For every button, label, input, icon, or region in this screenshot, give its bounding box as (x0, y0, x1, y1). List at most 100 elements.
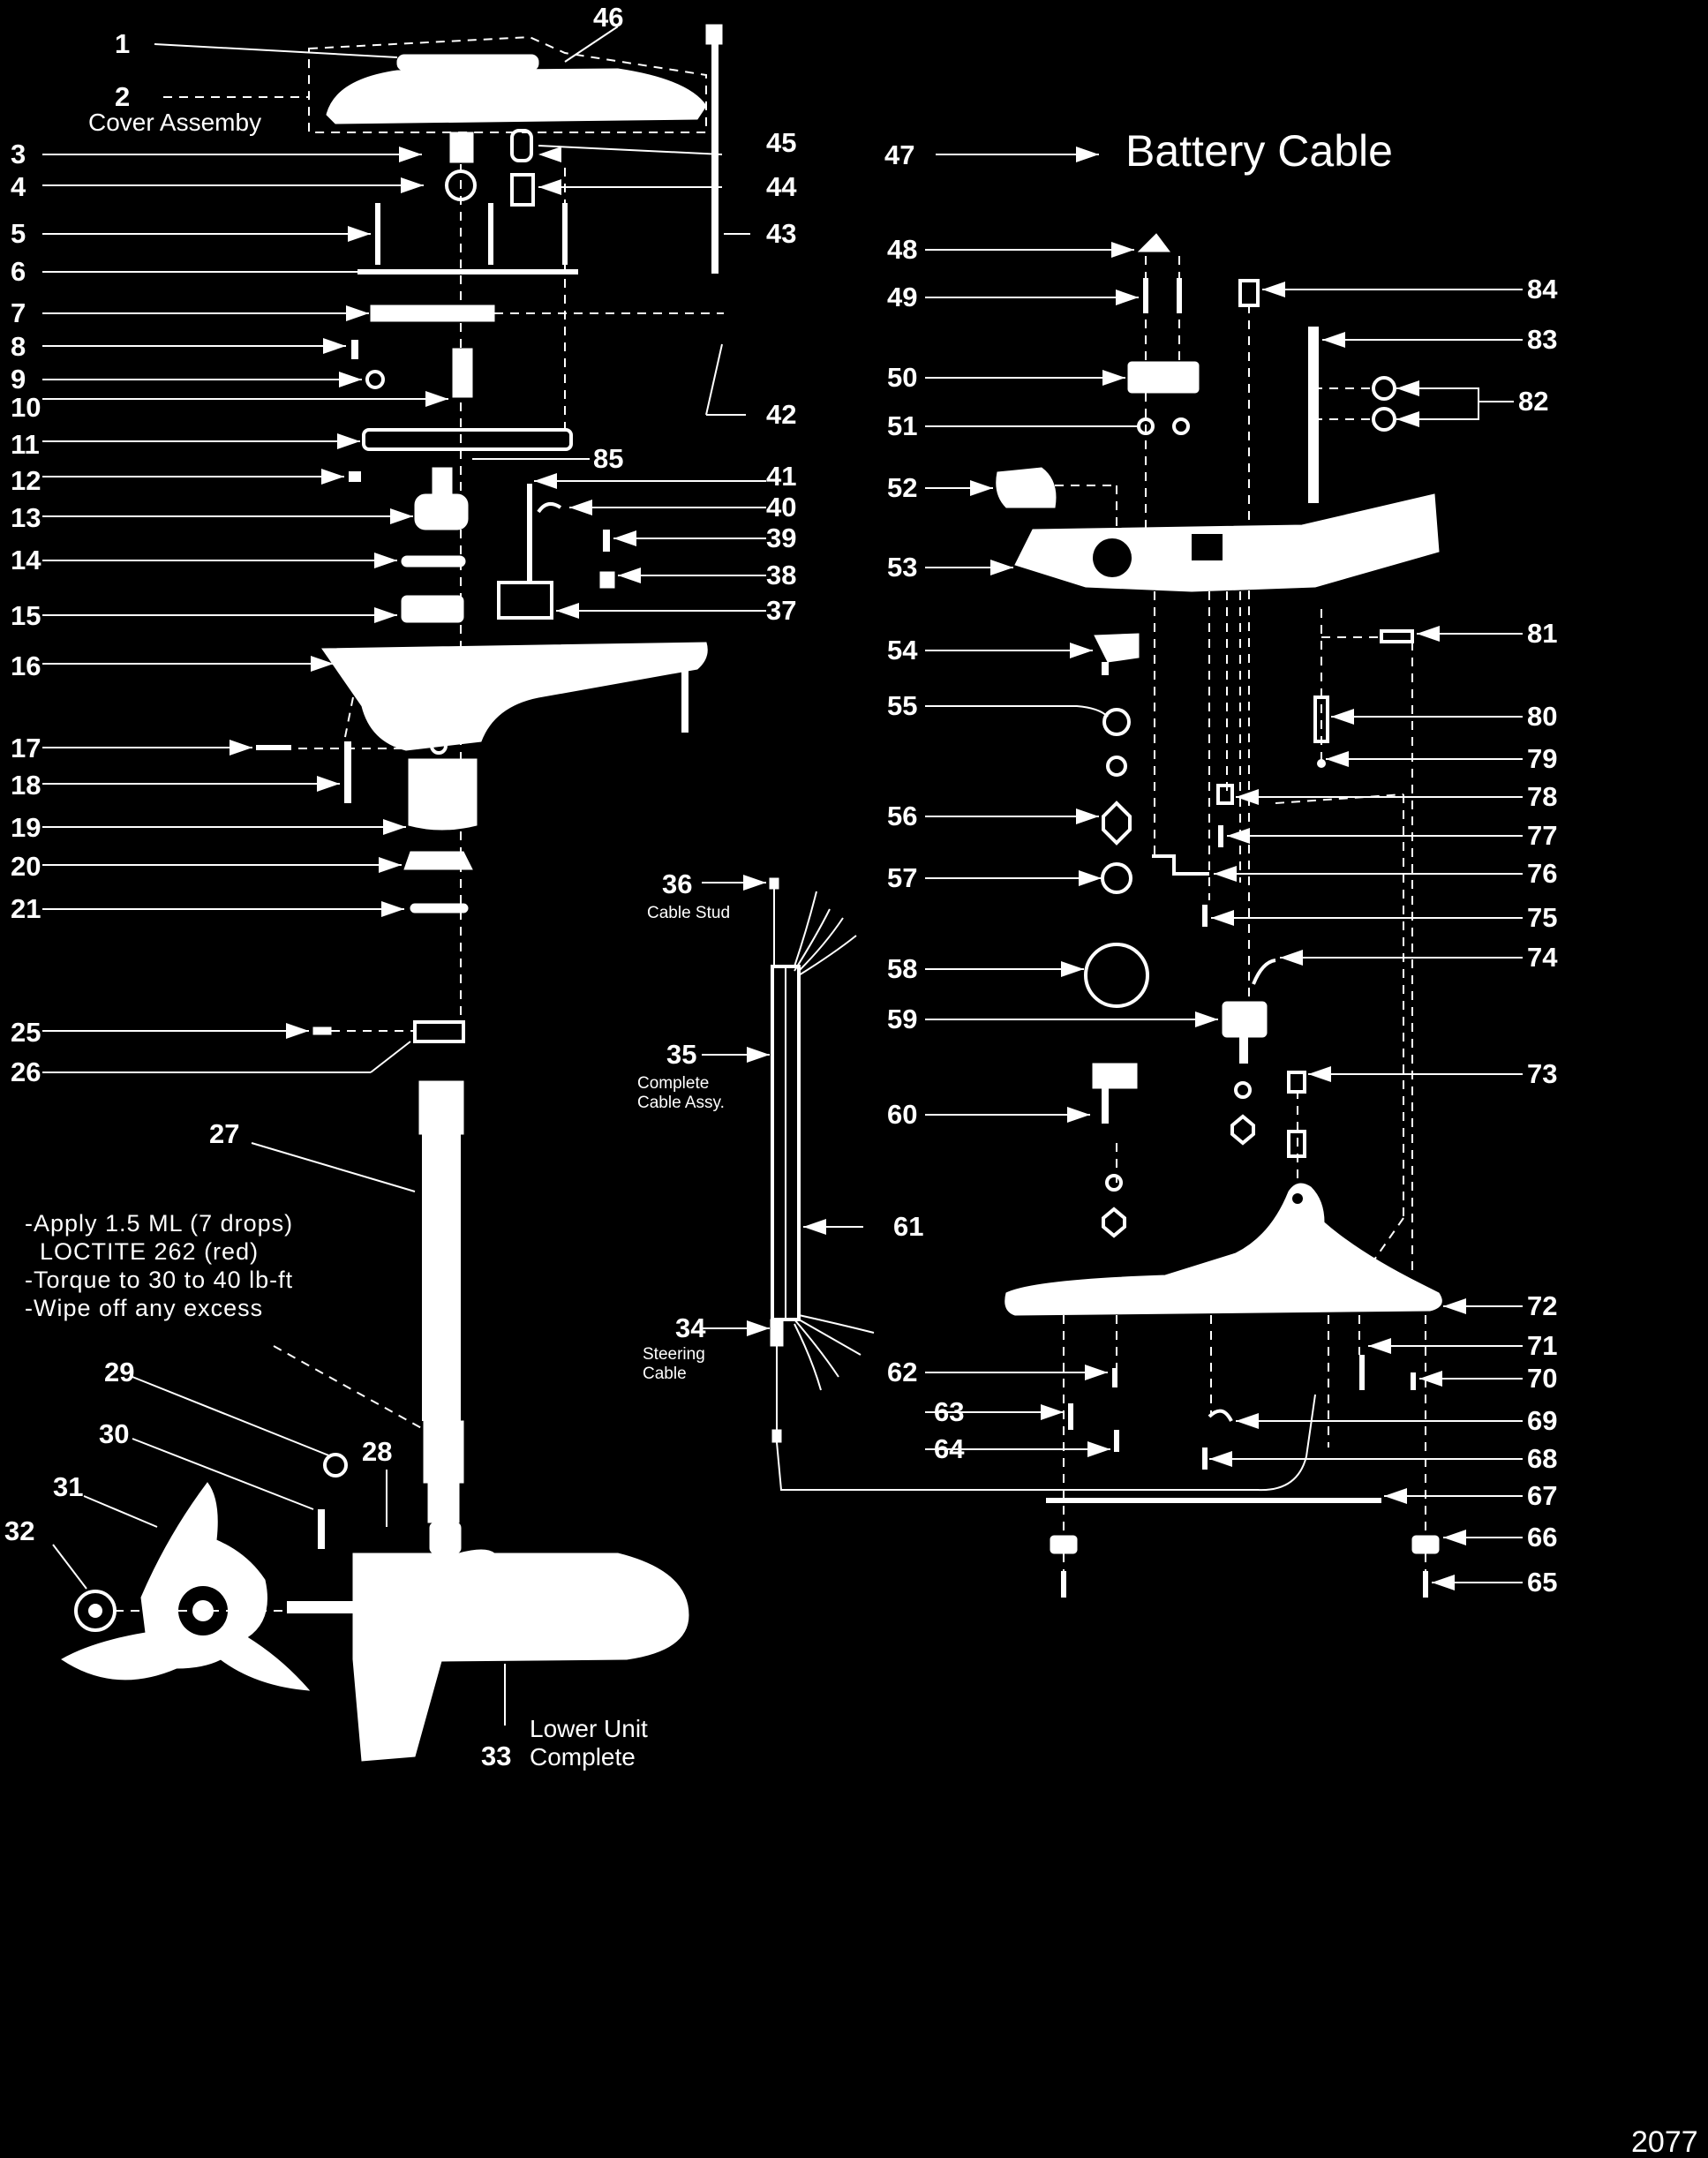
label-62: 62 (887, 1357, 917, 1387)
page-number: 2077 (1631, 2125, 1698, 2158)
leader-arrowhead (348, 226, 371, 242)
leader-arrowhead (747, 1320, 770, 1336)
captions: Cover Assemby Battery Cable Cable Stud C… (88, 109, 1393, 1771)
label-60: 60 (887, 1099, 917, 1130)
leader-arrowhead (379, 857, 402, 873)
label-39: 39 (766, 523, 796, 553)
leader-arrowhead (1443, 1298, 1466, 1314)
label-56: 56 (887, 801, 917, 831)
caption-cover-assembly: Cover Assemby (88, 109, 261, 136)
leader-arrowhead (1417, 626, 1440, 642)
leader-arrowhead (374, 607, 397, 623)
label-52: 52 (887, 472, 917, 503)
leader-arrowhead (381, 901, 404, 917)
label-76: 76 (1527, 858, 1557, 889)
label-64: 64 (934, 1433, 965, 1464)
leader-arrowhead (1076, 808, 1099, 824)
label-79: 79 (1527, 743, 1557, 774)
leader-arrowhead (1076, 147, 1099, 162)
label-40: 40 (766, 492, 796, 523)
label-27: 27 (209, 1118, 239, 1149)
label-48: 48 (887, 234, 917, 265)
label-83: 83 (1527, 324, 1557, 355)
label-75: 75 (1527, 902, 1557, 933)
leader-arrowhead (1227, 828, 1250, 844)
label-35: 35 (666, 1039, 696, 1070)
leader-arrowhead (1308, 1066, 1331, 1082)
label-8: 8 (11, 331, 26, 362)
label-80: 80 (1527, 701, 1557, 732)
label-63: 63 (934, 1396, 964, 1427)
leader-arrowhead (618, 568, 641, 583)
label-43: 43 (766, 218, 796, 249)
leader-arrowhead (1214, 866, 1237, 882)
label-70: 70 (1527, 1363, 1557, 1394)
leader-arrowhead (425, 391, 448, 407)
leader-arrowhead (1280, 950, 1303, 966)
label-44: 44 (766, 171, 797, 202)
caption-complete-cable-1: Complete (637, 1074, 709, 1093)
label-34: 34 (675, 1312, 706, 1343)
label-28: 28 (362, 1436, 392, 1467)
label-67: 67 (1527, 1480, 1557, 1511)
leader-arrowhead (1195, 1011, 1218, 1027)
label-51: 51 (887, 410, 917, 441)
label-21: 21 (11, 893, 41, 924)
leader-arrowhead (1079, 870, 1102, 886)
label-66: 66 (1527, 1522, 1557, 1553)
label-45: 45 (766, 127, 796, 158)
alignment-lines-left (115, 132, 724, 1612)
cable-assembly (769, 877, 875, 1443)
leaders-left (42, 26, 766, 1726)
note-line-2: LOCTITE 262 (red) (25, 1238, 259, 1265)
label-46: 46 (593, 2, 623, 33)
label-68: 68 (1527, 1443, 1557, 1474)
leader-arrowhead (286, 1023, 309, 1039)
leader-arrowhead (1236, 1413, 1259, 1429)
label-81: 81 (1527, 618, 1557, 649)
leader-arrowhead (229, 740, 252, 756)
label-73: 73 (1527, 1058, 1557, 1089)
label-59: 59 (887, 1004, 917, 1034)
label-82: 82 (1518, 386, 1548, 417)
label-6: 6 (11, 256, 26, 287)
caption-lower-unit-1: Lower Unit (530, 1715, 648, 1742)
leader-arrowhead (747, 1047, 770, 1063)
label-33: 33 (481, 1741, 511, 1771)
leader-arrowhead (743, 875, 766, 891)
label-17: 17 (11, 733, 41, 763)
caption-battery-cable: Battery Cable (1125, 126, 1393, 176)
label-10: 10 (11, 392, 41, 423)
label-15: 15 (11, 600, 41, 631)
leader-arrowhead (1087, 1441, 1110, 1457)
leaders-middle (702, 882, 1316, 1492)
label-65: 65 (1527, 1567, 1557, 1598)
note-line-1: -Apply 1.5 ML (7 drops) (25, 1210, 293, 1237)
label-32: 32 (4, 1515, 34, 1546)
leader-arrowhead (1211, 910, 1234, 926)
label-36: 36 (662, 868, 692, 899)
label-74: 74 (1527, 942, 1558, 973)
leader-arrowhead (1262, 282, 1285, 297)
label-1: 1 (115, 28, 130, 59)
label-50: 50 (887, 362, 917, 393)
leader-arrowhead (990, 560, 1013, 575)
label-69: 69 (1527, 1405, 1557, 1436)
label-9: 9 (11, 364, 26, 395)
label-13: 13 (11, 502, 41, 533)
foot-pedal-assembly (996, 233, 1442, 1598)
leader-arrowhead (1331, 709, 1354, 725)
leader-arrowhead (1443, 1530, 1466, 1545)
leader-arrowhead (1070, 643, 1093, 658)
leader-arrowhead (321, 469, 344, 485)
label-37: 37 (766, 595, 796, 626)
leader-arrowhead (613, 530, 636, 546)
label-78: 78 (1527, 781, 1557, 812)
leader-arrowhead (337, 433, 360, 449)
label-71: 71 (1527, 1330, 1557, 1361)
label-31: 31 (53, 1471, 83, 1502)
leader-arrowhead (556, 603, 579, 619)
label-30: 30 (99, 1418, 129, 1449)
label-58: 58 (887, 953, 917, 984)
leader-arrowhead (1061, 961, 1084, 977)
